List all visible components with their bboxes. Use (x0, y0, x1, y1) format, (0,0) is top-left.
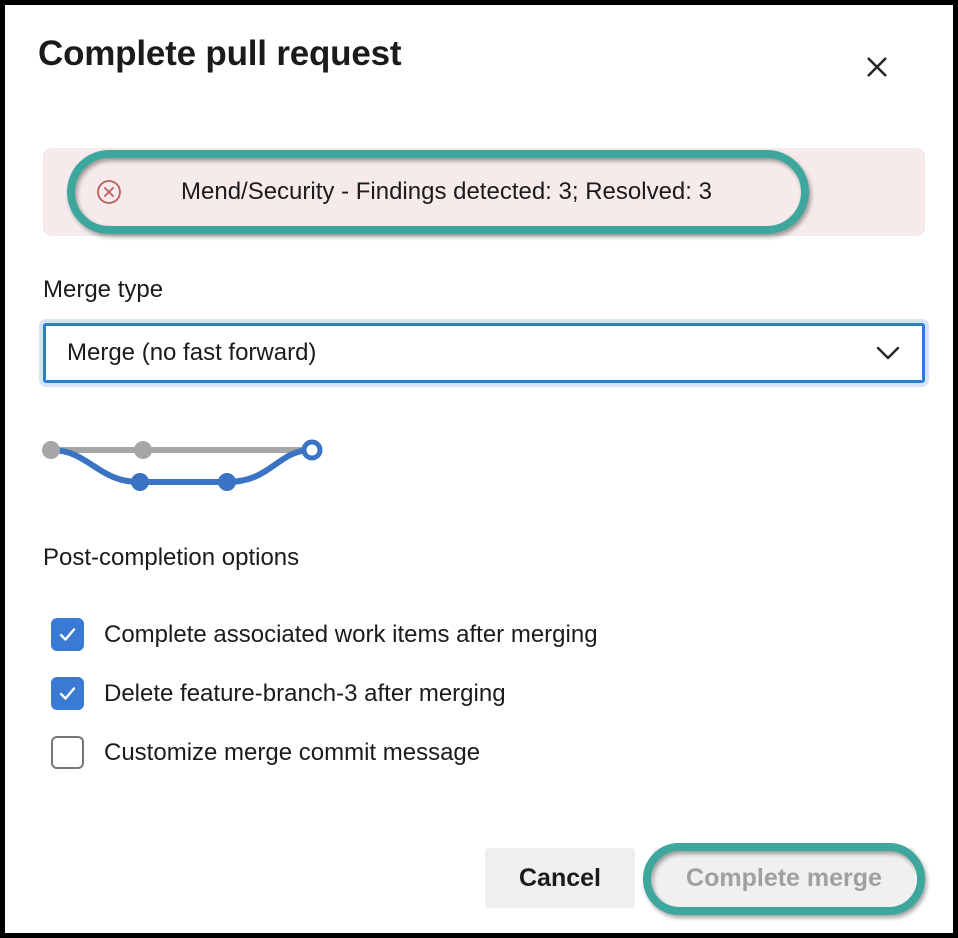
complete-work-items-label: Complete associated work items after mer… (104, 620, 598, 648)
chevron-down-icon (875, 345, 901, 361)
error-circle-x-icon (96, 179, 122, 205)
cancel-button[interactable]: Cancel (485, 848, 635, 908)
delete-branch-label: Delete feature-branch-3 after merging (104, 679, 506, 707)
complete-pull-request-dialog: Complete pull request Mend/Security - Fi… (5, 5, 953, 933)
complete-work-items-option[interactable]: Complete associated work items after mer… (51, 605, 851, 664)
status-banner-text: Mend/Security - Findings detected: 3; Re… (181, 178, 712, 205)
complete-merge-button[interactable]: Complete merge (653, 848, 915, 908)
merge-type-label: Merge type (43, 276, 164, 303)
dialog-header: Complete pull request (38, 30, 920, 94)
page-title: Complete pull request (38, 34, 402, 73)
close-button[interactable] (860, 50, 894, 84)
customize-commit-message-option[interactable]: Customize merge commit message (51, 723, 851, 782)
complete-work-items-checkbox[interactable] (51, 618, 84, 651)
close-icon (864, 54, 890, 80)
post-completion-heading: Post-completion options (43, 544, 300, 571)
post-completion-options-list: Complete associated work items after mer… (51, 605, 851, 782)
dialog-footer: Cancel Complete merge (5, 848, 953, 910)
merge-type-select[interactable]: Merge (no fast forward) (43, 323, 925, 383)
merge-type-selected-value: Merge (no fast forward) (67, 339, 317, 366)
status-banner: Mend/Security - Findings detected: 3; Re… (43, 148, 925, 236)
delete-branch-checkbox[interactable] (51, 677, 84, 710)
customize-commit-message-checkbox[interactable] (51, 736, 84, 769)
merge-strategy-graph (37, 430, 337, 502)
customize-commit-message-label: Customize merge commit message (104, 738, 481, 766)
delete-branch-option[interactable]: Delete feature-branch-3 after merging (51, 664, 851, 723)
